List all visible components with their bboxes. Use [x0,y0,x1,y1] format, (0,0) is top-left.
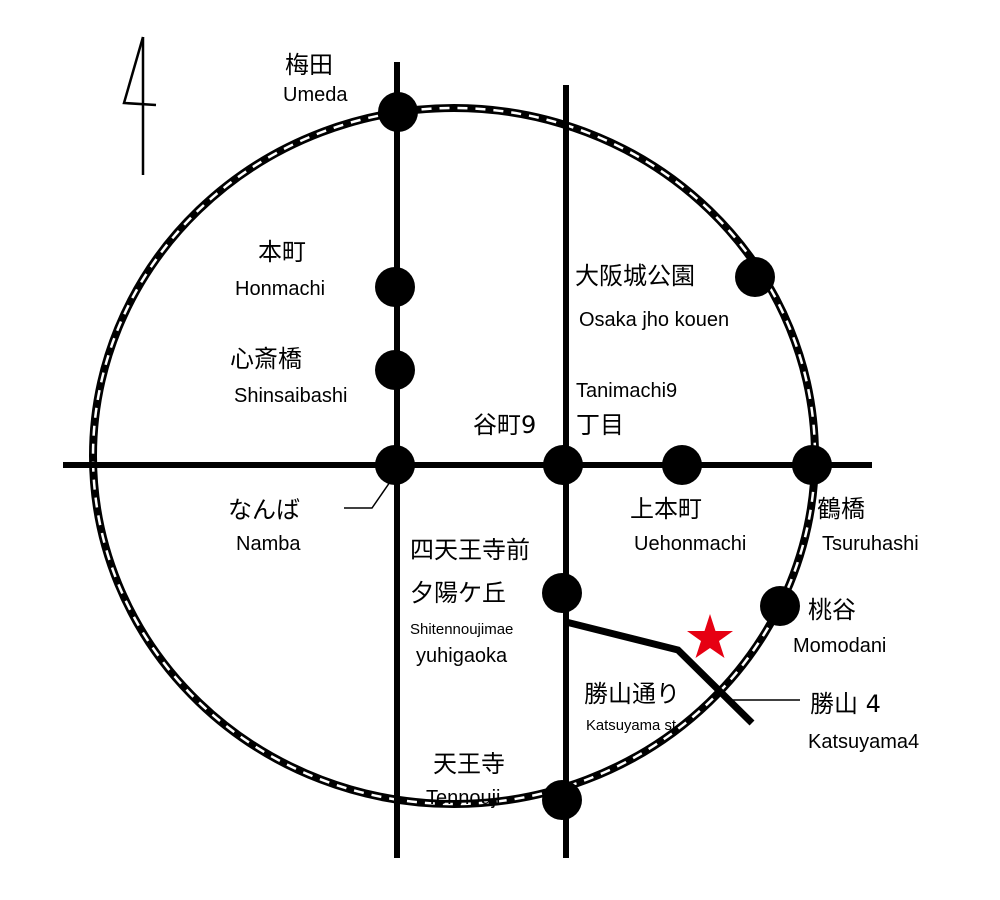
station-uehonmachi[interactable] [662,445,702,485]
label-osakajo-jp: 大阪城公園 [575,262,695,290]
station-umeda[interactable] [378,92,418,132]
label-shitennoji-en1: Shitennoujimae [410,621,513,638]
label-umeda-jp: 梅田 [285,51,333,79]
station-tanimachi9[interactable] [543,445,583,485]
label-umeda-en: Umeda [283,84,348,106]
label-katsuyama4-jp: 勝山 4 [810,690,881,718]
label-tennoji-jp: 天王寺 [433,750,505,778]
label-katsuyama4-en: Katsuyama4 [808,731,919,753]
station-honmachi[interactable] [375,267,415,307]
label-tsuruhashi-en: Tsuruhashi [822,533,919,555]
loop-line [89,104,819,808]
katsuyama-street [565,618,755,726]
star-icon [687,614,733,658]
label-shitennoji-jp1: 四天王寺前 [410,536,530,564]
label-honmachi-jp: 本町 [258,238,306,266]
label-tsuruhashi-jp: 鶴橋 [817,495,865,523]
subway-lines [63,62,872,858]
label-tanimachi9-jp2: 丁目 [576,411,624,439]
label-katsuyama-st-en: Katsuyama st [586,717,677,734]
label-tanimachi9-jp1: 谷町9 [473,411,536,439]
station-tsuruhashi[interactable] [792,445,832,485]
station-osakajo[interactable] [735,257,775,297]
label-katsuyama-st-jp: 勝山通り [584,680,680,708]
label-honmachi-en: Honmachi [235,278,325,300]
station-shinsaibashi[interactable] [375,350,415,390]
station-momodani[interactable] [760,586,800,626]
label-uehonmachi-jp: 上本町 [630,495,702,523]
label-tanimachi9-en: Tanimachi9 [576,380,677,402]
north-arrow-icon [122,36,157,175]
label-shitennoji-en2: yuhigaoka [416,645,508,667]
label-shitennoji-jp2: 夕陽ケ丘 [410,579,506,607]
label-shinsaibashi-en: Shinsaibashi [234,385,347,407]
label-namba-en: Namba [236,533,301,555]
label-shinsaibashi-jp: 心斎橋 [230,345,302,373]
station-shitennoji[interactable] [542,573,582,613]
label-tennoji-en: Tennouji [426,787,501,809]
label-uehonmachi-en: Uehonmachi [634,533,746,555]
label-osakajo-en: Osaka jho kouen [579,309,729,331]
label-momodani-jp: 桃谷 [808,596,856,624]
namba-leader [344,481,391,509]
label-namba-jp: なんば [228,496,300,524]
station-namba[interactable] [375,445,415,485]
label-momodani-en: Momodani [793,635,886,657]
station-tennoji[interactable] [542,780,582,820]
